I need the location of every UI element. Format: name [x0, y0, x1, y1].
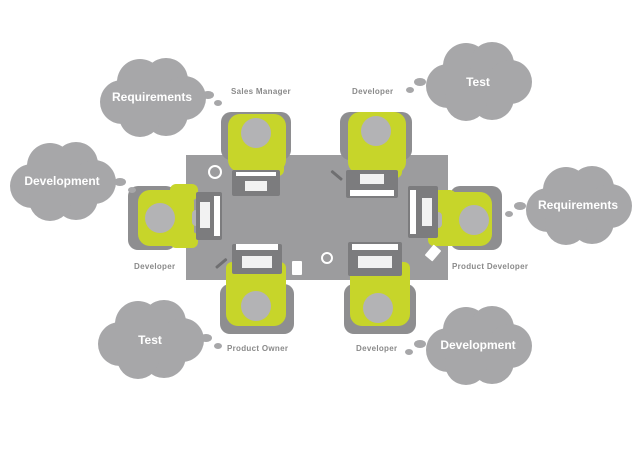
person-sales-manager: [228, 114, 286, 180]
cloud-label-test-bottom: Test: [138, 333, 162, 347]
role-label-sales-manager: Sales Manager: [231, 87, 291, 96]
laptop-icon: [408, 186, 438, 238]
laptop-icon: [232, 170, 280, 196]
laptop-icon: [348, 242, 402, 276]
laptops: [196, 170, 438, 276]
thought-bubble-dots: [202, 91, 222, 106]
person-developer-left: [138, 184, 202, 248]
role-label-product-owner: Product Owner: [227, 344, 288, 353]
coffee-cup-icon: [321, 252, 333, 264]
thought-bubble-dots: [505, 202, 526, 217]
cloud-label-requirements-top: Requirements: [112, 90, 192, 104]
role-label-product-developer: Product Developer: [452, 262, 528, 271]
laptop-icon: [232, 244, 282, 274]
person-developer-top: [348, 112, 406, 178]
thought-bubble-dots: [405, 340, 426, 355]
role-label-developer-bottom: Developer: [356, 344, 397, 353]
cloud-label-development-bottom: Development: [440, 338, 515, 352]
pen-icon: [330, 170, 343, 181]
cloud-label-test-top: Test: [466, 75, 490, 89]
thought-bubble-dots: [200, 334, 222, 349]
pen-icon: [215, 258, 228, 269]
laptop-icon: [346, 170, 398, 198]
laptop-icon: [196, 192, 222, 240]
cloud-label-requirements-right: Requirements: [538, 198, 618, 212]
thought-bubble-dots: [406, 78, 426, 93]
role-label-developer-left: Developer: [134, 262, 175, 271]
cloud-label-development-left: Development: [24, 174, 99, 188]
role-label-developer-top: Developer: [352, 87, 393, 96]
coffee-cup-icon: [208, 165, 222, 179]
phone-icon: [292, 261, 302, 275]
meeting-table: [186, 155, 448, 280]
thought-bubble-dots: [114, 178, 136, 193]
phone-icon: [425, 244, 441, 262]
